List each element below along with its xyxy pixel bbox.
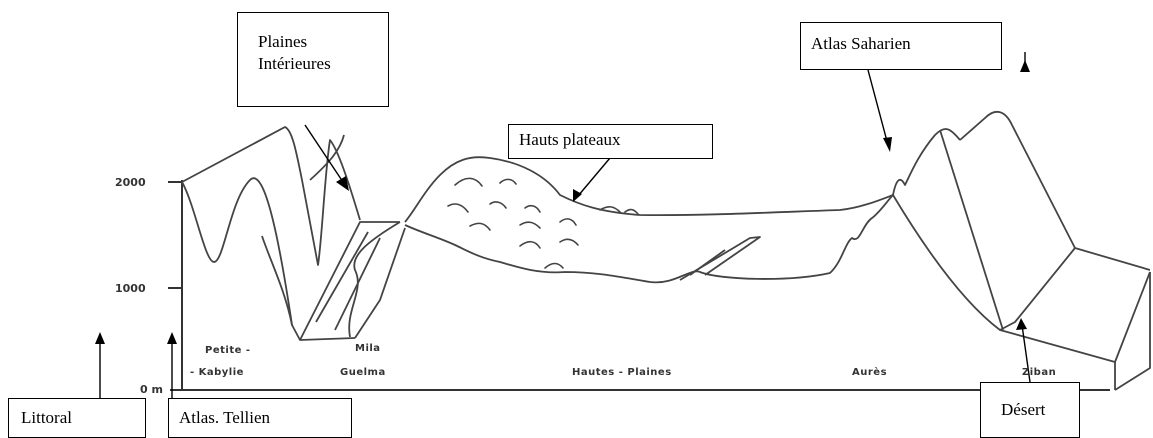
- callout-atlas-saharien: Atlas Saharien: [800, 22, 1002, 70]
- callout-atlas-tellien: Atlas. Tellien: [168, 398, 352, 438]
- region-ziban: Ziban: [1022, 367, 1056, 378]
- region-petite: Petite -: [205, 345, 251, 356]
- callout-desert: Désert: [980, 382, 1080, 438]
- callout-atlas-tellien-label: Atlas. Tellien: [179, 407, 351, 429]
- region-guelma: Guelma: [340, 367, 386, 378]
- callout-littoral: Littoral: [8, 398, 146, 438]
- arrowheads: [95, 60, 1030, 344]
- callout-plaines-line2: Intérieures: [258, 53, 388, 75]
- tick-0m: 0 m: [140, 383, 163, 396]
- callout-hauts-label: Hauts plateaux: [519, 129, 712, 151]
- callout-hauts-plateaux: Hauts plateaux: [508, 124, 713, 159]
- region-aures: Aurès: [852, 366, 887, 378]
- callout-desert-label: Désert: [1001, 399, 1079, 421]
- callout-plaines-interieures: Plaines Intérieures: [237, 12, 389, 107]
- callout-atlas-saharien-label: Atlas Saharien: [811, 33, 1001, 55]
- tick-1000: 1000: [115, 282, 146, 295]
- region-kabylie: - Kabylie: [190, 367, 244, 378]
- region-mila: Mila: [355, 343, 381, 354]
- region-hautes-plaines: Hautes - Plaines: [572, 367, 672, 378]
- tick-2000: 2000: [115, 176, 146, 189]
- callout-littoral-label: Littoral: [21, 407, 145, 429]
- axis-lines: [168, 180, 1110, 390]
- callout-plaines-line1: Plaines: [258, 31, 388, 53]
